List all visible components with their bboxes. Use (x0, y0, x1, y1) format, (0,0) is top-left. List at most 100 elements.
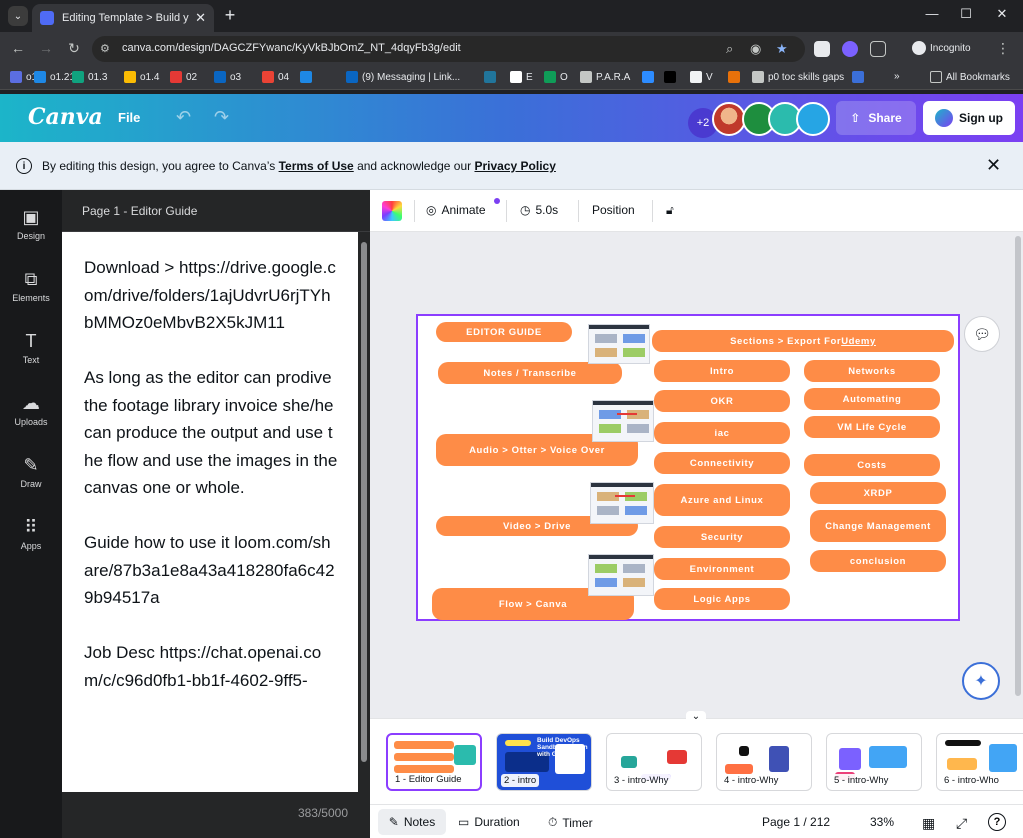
duration-toggle-button[interactable]: ▭ Duration (458, 815, 520, 829)
bookmark-item[interactable] (728, 71, 740, 83)
canvas-scrollbar[interactable] (1013, 232, 1023, 718)
page-thumbnail[interactable]: 1 - Editor Guide (386, 733, 482, 791)
sidebar-item-design[interactable]: ▣Design (0, 206, 62, 241)
sign-up-button[interactable]: Sign up (923, 101, 1015, 135)
collaborator-avatar[interactable] (796, 102, 830, 136)
bookmark-item[interactable]: V (690, 71, 713, 83)
window-minimize-icon[interactable]: — (925, 6, 939, 21)
bookmark-item[interactable]: (9) Messaging | Link... (346, 71, 460, 83)
design-pill-azure-linux[interactable]: Azure and Linux (654, 484, 790, 516)
bookmark-item[interactable]: E (510, 71, 533, 83)
zoom-level[interactable]: 33% (870, 815, 894, 829)
page-thumbnail[interactable]: 4 - intro-Why (716, 733, 812, 791)
reload-icon[interactable]: ↻ (68, 40, 80, 56)
address-bar[interactable]: ⚙ canva.com/design/DAGCZFYwanc/KyVkBJbOm… (92, 36, 805, 62)
design-pill-vm-life-cycle[interactable]: VM Life Cycle (804, 416, 940, 438)
canvas-scrollbar-thumb[interactable] (1015, 236, 1021, 696)
embedded-screenshot-image[interactable] (592, 400, 654, 442)
extension-icon[interactable] (814, 41, 830, 57)
share-button[interactable]: ⇧ Share (836, 101, 916, 135)
design-pill-okr[interactable]: OKR (654, 390, 790, 412)
tab-close-icon[interactable]: ✕ (195, 10, 206, 25)
bookmark-item[interactable]: O (544, 71, 568, 83)
add-comment-icon[interactable]: 💬︎ (964, 316, 1000, 352)
bookmark-item[interactable] (484, 71, 496, 83)
page-thumbnail[interactable]: 5 - intro-Why (826, 733, 922, 791)
design-pill-environment[interactable]: Environment (654, 558, 790, 580)
site-info-icon[interactable]: ⚙ (100, 43, 110, 55)
duration-button[interactable]: ◷ 5.0s (520, 203, 558, 217)
background-color-swatch[interactable] (382, 201, 402, 221)
privacy-policy-link[interactable]: Privacy Policy (474, 159, 556, 173)
file-menu-button[interactable]: File (118, 110, 141, 125)
bookmark-item[interactable]: o1.4 (124, 71, 159, 83)
design-pill-flow-canva[interactable]: Flow > Canva (432, 588, 634, 620)
grid-view-icon[interactable]: ▦ (922, 815, 936, 831)
design-pill-sections-export[interactable]: Sections > Export For Udemy (652, 330, 954, 352)
collapse-filmstrip-chevron-icon[interactable]: ⌄ (686, 711, 706, 723)
bookmark-item[interactable] (642, 71, 654, 83)
design-pill-intro[interactable]: Intro (654, 360, 790, 382)
design-pill-notes-transcribe[interactable]: Notes / Transcribe (438, 362, 622, 384)
extension-gear-icon[interactable] (842, 41, 858, 57)
design-pill-video-drive[interactable]: Video > Drive (436, 516, 638, 536)
browser-tab-active[interactable]: Editing Template > Build your ... ✕ (32, 4, 214, 32)
bookmark-item[interactable] (664, 71, 676, 83)
design-pill-iac[interactable]: iac (654, 422, 790, 444)
browser-menu-icon[interactable]: ⋮ (996, 40, 1010, 56)
bookmark-item[interactable] (300, 71, 312, 83)
bookmark-item[interactable]: o1 (10, 71, 37, 83)
notes-scrollbar-thumb[interactable] (361, 242, 367, 762)
terms-of-use-link[interactable]: Terms of Use (278, 159, 354, 173)
sidebar-item-apps[interactable]: ⠿Apps (0, 516, 62, 551)
eye-slash-icon[interactable]: ◉ (750, 41, 762, 56)
new-tab-plus-icon[interactable]: + (224, 5, 236, 25)
incognito-indicator[interactable]: Incognito (912, 41, 971, 55)
bookmark-item[interactable]: 02 (170, 71, 197, 83)
sidebar-item-uploads[interactable]: ☁Uploads (0, 392, 62, 427)
page-thumbnail[interactable]: 3 - intro-Why (606, 733, 702, 791)
bookmarks-overflow-icon[interactable]: » (894, 71, 900, 82)
notes-toggle-button[interactable]: ✎ Notes (378, 809, 446, 835)
bookmark-star-icon[interactable]: ★ (776, 41, 788, 56)
design-pill-connectivity[interactable]: Connectivity (654, 452, 790, 474)
extensions-puzzle-icon[interactable] (870, 41, 886, 57)
collaborator-avatar[interactable] (712, 102, 746, 136)
page-thumbnail[interactable]: 6 - intro-Who (936, 733, 1023, 791)
design-pill-networks[interactable]: Networks (804, 360, 940, 382)
design-pill-logic-apps[interactable]: Logic Apps (654, 588, 790, 610)
lock-button[interactable]: 🔓︎ (666, 203, 674, 218)
sidebar-item-draw[interactable]: ✎Draw (0, 454, 62, 489)
back-arrow-icon[interactable]: ← (11, 40, 25, 56)
embedded-screenshot-image[interactable] (588, 554, 654, 596)
embedded-screenshot-image[interactable] (590, 482, 654, 524)
notes-textarea[interactable]: Download > https://drive.google.com/driv… (62, 232, 358, 792)
design-pill-change-management[interactable]: Change Management (810, 510, 946, 542)
position-button[interactable]: Position (592, 203, 635, 217)
design-pill-automating[interactable]: Automating (804, 388, 940, 410)
banner-close-icon[interactable]: ✕ (986, 155, 1002, 175)
sidebar-item-elements[interactable]: ⧉Elements (0, 268, 62, 303)
design-pill-conclusion[interactable]: conclusion (810, 550, 946, 572)
design-pill-xrdp[interactable]: XRDP (810, 482, 946, 504)
magic-assistant-icon[interactable]: ✦ (962, 662, 1000, 700)
timer-button[interactable]: ⏱︎ Timer (548, 815, 593, 830)
forward-arrow-icon[interactable]: → (39, 40, 53, 56)
embedded-screenshot-image[interactable] (588, 324, 650, 364)
bookmark-item[interactable]: o3 (214, 71, 241, 83)
all-bookmarks-button[interactable]: All Bookmarks (930, 71, 1010, 83)
window-close-icon[interactable]: ✕ (996, 6, 1008, 21)
bookmark-item[interactable] (852, 71, 864, 83)
page-indicator[interactable]: Page 1 / 212 (762, 815, 830, 829)
help-icon[interactable]: ? (988, 813, 1006, 831)
undo-icon[interactable]: ↶ (176, 107, 192, 127)
design-pill-costs[interactable]: Costs (804, 454, 940, 476)
bookmark-item[interactable]: 01.3 (72, 71, 107, 83)
canva-logo[interactable]: Canva (28, 104, 103, 130)
redo-icon[interactable]: ↷ (214, 107, 230, 127)
animate-button[interactable]: ◎ Animate (426, 203, 486, 217)
bookmark-item[interactable]: P.A.R.A (580, 71, 630, 83)
